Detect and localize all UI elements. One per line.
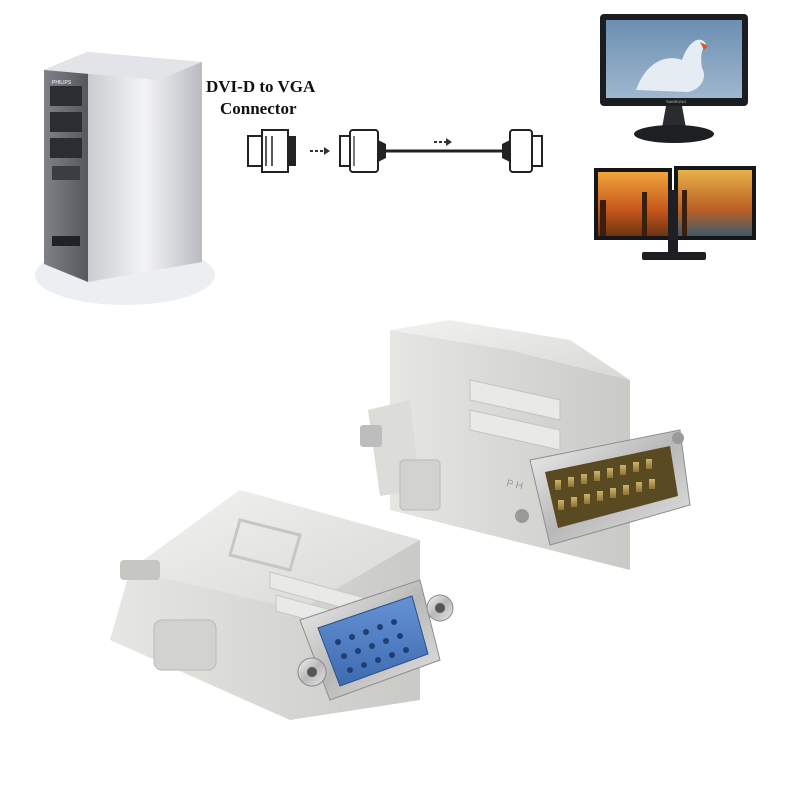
caption-line-1: DVI-D to VGA	[206, 77, 316, 96]
vga-screw-left	[297, 657, 327, 687]
diagram-adapter-icon	[247, 129, 296, 173]
computer-brand-label: PHILIPS	[52, 80, 72, 86]
vga-screw-right	[426, 594, 454, 622]
dual-monitor-image	[594, 166, 756, 260]
connection-diagram	[247, 129, 543, 173]
diagram-cable-left-plug-icon	[339, 129, 386, 173]
monitor-image: SAMSUNG	[600, 14, 748, 143]
rear-adapter: P H	[360, 320, 691, 570]
adapter-marking: P H	[505, 478, 523, 492]
computer-tower-image: PHILIPS	[35, 52, 215, 305]
diagram-arrow-icon	[434, 138, 452, 146]
diagram-caption: DVI-D to VGA Connector	[206, 76, 356, 120]
diagram-cable-right-plug-icon	[502, 129, 543, 173]
caption-line-2: Connector	[220, 99, 297, 118]
adapter-photo: P H	[110, 320, 691, 720]
front-adapter	[110, 490, 454, 720]
diagram-arrow-icon	[310, 147, 330, 155]
monitor-brand-label: SAMSUNG	[666, 99, 686, 104]
